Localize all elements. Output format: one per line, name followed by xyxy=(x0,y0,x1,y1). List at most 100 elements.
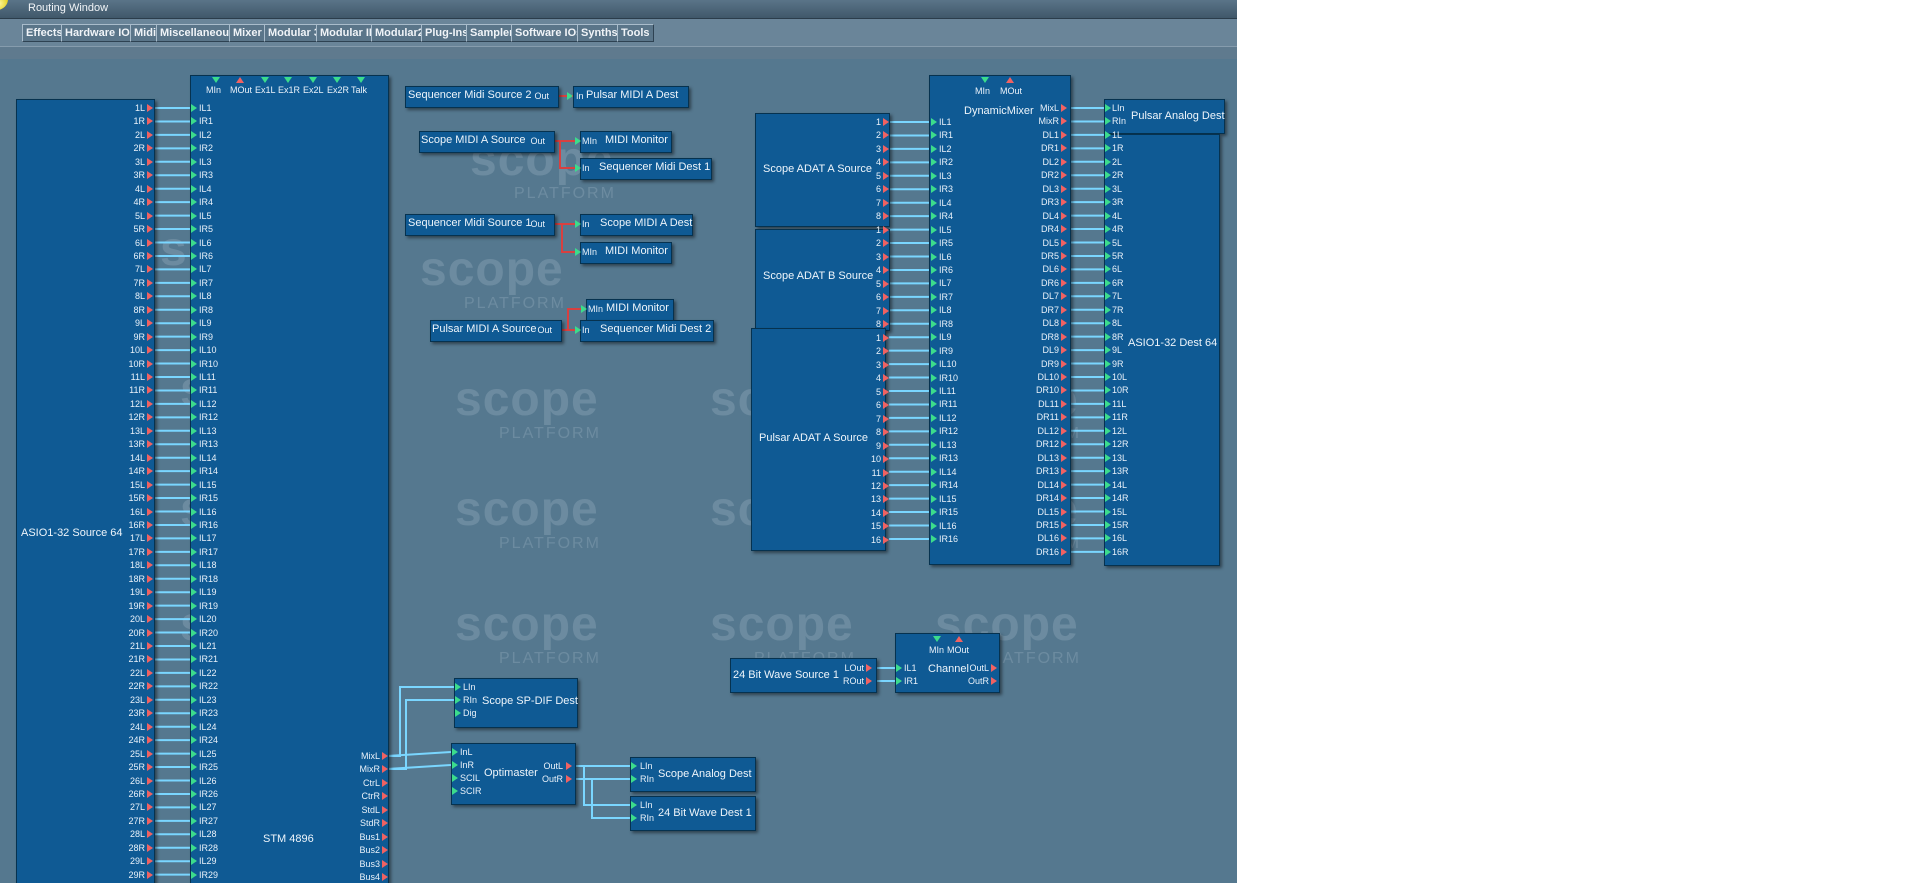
midi-monitor-input-port[interactable] xyxy=(575,248,581,256)
stm-top-port[interactable] xyxy=(357,77,365,83)
asio-dest-input-port[interactable] xyxy=(1105,144,1111,153)
wire[interactable] xyxy=(561,224,580,253)
sequencer-midi-source-1[interactable] xyxy=(405,214,555,236)
asio-dest-module[interactable] xyxy=(1104,134,1220,566)
asio-source-output-port[interactable] xyxy=(147,534,153,543)
spdif-dest-input-port[interactable] xyxy=(455,709,461,717)
stm-top-port[interactable] xyxy=(261,77,269,83)
dynamic-mixer-output-port[interactable] xyxy=(1061,507,1067,516)
wave-dest-input-port[interactable] xyxy=(631,801,637,809)
stm-output-port[interactable] xyxy=(382,846,388,855)
optimaster-input-port[interactable] xyxy=(452,761,458,769)
dynamic-mixer-output-port[interactable] xyxy=(1061,305,1067,314)
asio-source-output-port[interactable] xyxy=(147,857,153,866)
asio-dest-input-port[interactable] xyxy=(1105,399,1111,408)
asio-source-output-port[interactable] xyxy=(147,305,153,314)
dynamic-mixer-midi-in-port[interactable] xyxy=(981,77,989,83)
stm-input-port[interactable] xyxy=(191,171,197,180)
scope-midi-a-source[interactable] xyxy=(419,131,555,153)
scope-adat-b-source-output-port[interactable] xyxy=(883,320,889,329)
dynamic-mixer-output-port[interactable] xyxy=(1061,413,1067,422)
pulsar-adat-a-source-output-port[interactable] xyxy=(883,401,889,410)
asio-source-output-port[interactable] xyxy=(147,171,153,180)
stm-input-port[interactable] xyxy=(191,211,197,220)
stm-input-port[interactable] xyxy=(191,467,197,476)
stm-top-port[interactable] xyxy=(284,77,292,83)
channel-midi-in-port[interactable] xyxy=(933,636,941,642)
scope-adat-b-source-output-port[interactable] xyxy=(883,293,889,302)
spdif-dest-input-port[interactable] xyxy=(455,683,461,691)
scope-adat-b-source-output-port[interactable] xyxy=(883,279,889,288)
channel-input-port[interactable] xyxy=(896,664,902,672)
asio-dest-input-port[interactable] xyxy=(1105,453,1111,462)
wave-dest-module[interactable] xyxy=(630,796,756,831)
dynamic-mixer-output-port[interactable] xyxy=(1061,104,1067,112)
dynamic-mixer-output-port[interactable] xyxy=(1061,278,1067,287)
dynamic-mixer-output-port[interactable] xyxy=(1061,399,1067,408)
stm-input-port[interactable] xyxy=(191,494,197,503)
asio-dest-input-port[interactable] xyxy=(1105,373,1111,381)
menu-item-hardware-ios[interactable]: Hardware IOs xyxy=(61,24,140,42)
asio-source-output-port[interactable] xyxy=(147,251,153,260)
dynamic-mixer-input-port[interactable] xyxy=(931,306,937,315)
dynamic-mixer-output-port[interactable] xyxy=(1061,171,1067,180)
asio-dest-input-port[interactable] xyxy=(1105,198,1111,207)
pulsar-analog-dest-input-port[interactable] xyxy=(1105,117,1111,126)
asio-source-output-port[interactable] xyxy=(147,830,153,839)
stm-input-port[interactable] xyxy=(191,346,197,355)
stm-input-port[interactable] xyxy=(191,198,197,207)
asio-source-output-port[interactable] xyxy=(147,763,153,772)
stm-input-port[interactable] xyxy=(191,386,197,395)
stm-output-port[interactable] xyxy=(382,805,388,814)
dynamic-mixer-input-port[interactable] xyxy=(931,467,937,476)
pulsar-analog-dest[interactable] xyxy=(1104,99,1225,134)
dynamic-mixer-midi-out-port[interactable] xyxy=(1006,77,1014,83)
dynamic-mixer-output-port[interactable] xyxy=(1061,251,1067,260)
asio-source-output-port[interactable] xyxy=(147,601,153,610)
asio-dest-input-port[interactable] xyxy=(1105,319,1111,328)
stm-input-port[interactable] xyxy=(191,561,197,570)
menu-item-synths[interactable]: Synths xyxy=(577,24,622,42)
dynamic-mixer-output-port[interactable] xyxy=(1061,332,1067,341)
dynamic-mixer-output-port[interactable] xyxy=(1061,440,1067,449)
dynamic-mixer-input-port[interactable] xyxy=(931,508,937,517)
stm-input-port[interactable] xyxy=(191,776,197,785)
dynamic-mixer-output-port[interactable] xyxy=(1061,426,1067,435)
asio-source-output-port[interactable] xyxy=(147,399,153,408)
asio-source-output-port[interactable] xyxy=(147,426,153,435)
optimaster-output-port[interactable] xyxy=(566,775,572,783)
menu-item-modular-iii[interactable]: Modular III xyxy=(316,24,379,42)
stm-input-port[interactable] xyxy=(191,534,197,543)
dynamic-mixer-input-port[interactable] xyxy=(931,144,937,153)
asio-dest-input-port[interactable] xyxy=(1105,265,1111,274)
asio-source-output-port[interactable] xyxy=(147,467,153,476)
dynamic-mixer-output-port[interactable] xyxy=(1061,346,1067,355)
sequencer-midi-dest-input-port[interactable] xyxy=(575,164,581,172)
asio-source-output-port[interactable] xyxy=(147,682,153,691)
asio-source-output-port[interactable] xyxy=(147,494,153,503)
pulsar-adat-a-source-output-port[interactable] xyxy=(883,441,889,450)
wire[interactable] xyxy=(386,764,452,770)
stm-input-port[interactable] xyxy=(191,238,197,247)
stm-input-port[interactable] xyxy=(191,830,197,839)
stm-input-port[interactable] xyxy=(191,749,197,758)
stm-input-port[interactable] xyxy=(191,803,197,812)
asio-source-output-port[interactable] xyxy=(147,225,153,234)
stm-input-port[interactable] xyxy=(191,373,197,381)
scope-adat-b-source-output-port[interactable] xyxy=(883,266,889,275)
dynamic-mixer-input-port[interactable] xyxy=(931,400,937,409)
menu-item-plug-ins[interactable]: Plug-Ins xyxy=(421,24,473,42)
optimaster-module[interactable] xyxy=(451,743,576,805)
stm-output-port[interactable] xyxy=(382,765,388,774)
stm-input-port[interactable] xyxy=(191,520,197,529)
stm-input-port[interactable] xyxy=(191,292,197,301)
pulsar-midi-a-dest[interactable] xyxy=(573,86,689,108)
asio-source-output-port[interactable] xyxy=(147,736,153,745)
dynamic-mixer-input-port[interactable] xyxy=(931,265,937,274)
dynamic-mixer-output-port[interactable] xyxy=(1061,359,1067,368)
channel-output-port[interactable] xyxy=(991,677,997,685)
menu-item-mixer[interactable]: Mixer xyxy=(229,24,266,42)
scope-adat-b-source-output-port[interactable] xyxy=(883,306,889,315)
stm-input-port[interactable] xyxy=(191,870,197,879)
